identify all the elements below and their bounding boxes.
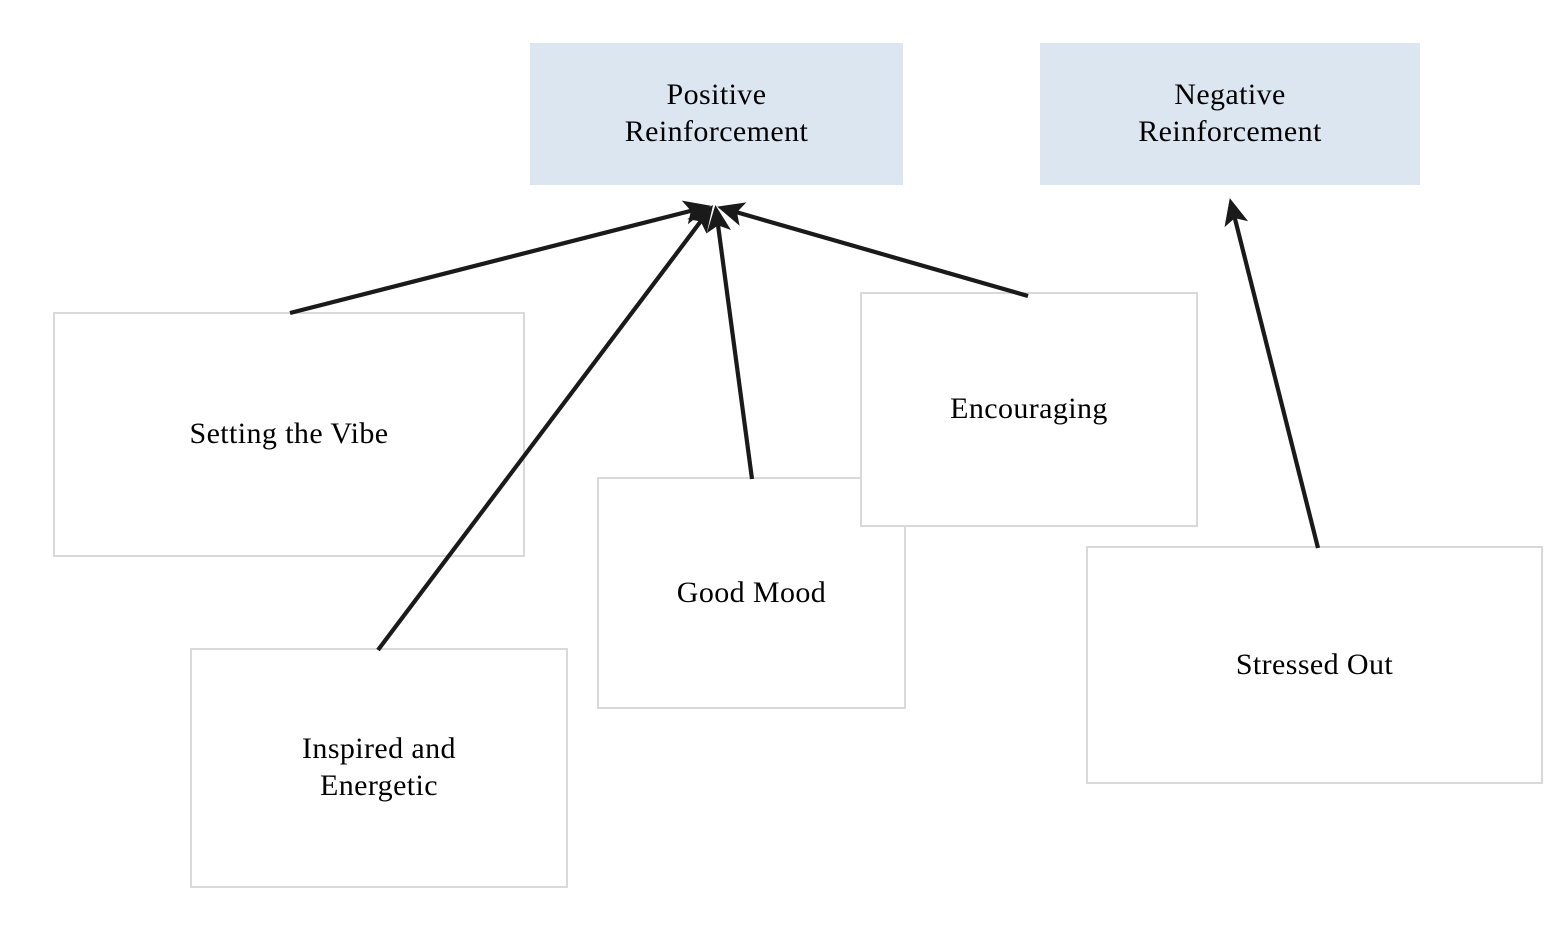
node-label: Positive Reinforcement [624, 78, 809, 148]
node-label: Encouraging [950, 392, 1108, 426]
node-stressed-out[interactable]: Stressed Out [1086, 546, 1543, 784]
node-label: Inspired and Energetic [302, 732, 456, 802]
node-label: Negative Reinforcement [1138, 78, 1322, 148]
node-positive-reinforcement[interactable]: Positive Reinforcement [530, 43, 903, 185]
node-encouraging[interactable]: Encouraging [860, 292, 1198, 527]
node-label: Stressed Out [1235, 647, 1394, 681]
node-negative-reinforcement[interactable]: Negative Reinforcement [1040, 43, 1420, 185]
node-inspired-and-energetic[interactable]: Inspired and Energetic [190, 648, 568, 888]
